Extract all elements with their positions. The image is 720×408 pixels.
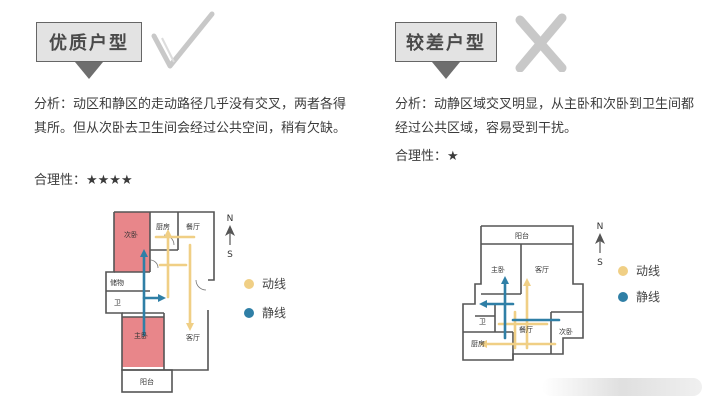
legend-quiet-label: 静线 — [636, 290, 661, 304]
compass-arrow-icon — [225, 225, 235, 245]
good-layout-tag: 优质户型 — [36, 22, 142, 79]
cross-mark-icon — [515, 13, 567, 72]
compass-north-label: N — [596, 222, 604, 232]
poor-layout-tag: 较差户型 — [395, 22, 497, 79]
good-analysis-text: 分析：动区和静区的走动路径几乎没有交叉，两者各得其所。但从次卧去卫生间会经过公共… — [34, 97, 347, 136]
poor-legend-active: 动线 — [618, 262, 660, 279]
room-label-master: 主卧 — [491, 265, 505, 274]
compass-arrow-icon — [595, 233, 605, 253]
poor-legend-quiet: 静线 — [618, 288, 660, 305]
room-label-dining: 餐厅 — [519, 325, 533, 334]
poor-layout-panel: 较差户型 分析：动静区域交叉明显，从主卧和次卧到卫生间都经过公共区域，容易受到干… — [360, 0, 720, 408]
room-label-bath: 卫 — [479, 318, 486, 326]
poor-floor-plan: 阳台 主卧 客厅 卫 餐厅 次卧 厨房 — [462, 225, 584, 361]
good-layout-panel: 优质户型 分析：动区和静区的走动路径几乎没有交叉，两者各得其所。但从次卧去卫生间… — [34, 11, 347, 393]
room-label-living: 餐厅 — [186, 222, 200, 231]
good-compass: N S — [222, 214, 238, 260]
poor-analysis-text: 分析：动静区域交叉明显，从主卧和次卧到卫生间都经过公共区域，容易受到干扰。 — [395, 97, 695, 136]
good-rating-text: 合理性：★★★★ — [34, 173, 133, 188]
compass-south-label: S — [597, 258, 603, 268]
active-line-swatch — [618, 265, 628, 276]
room-label-bath: 卫 — [114, 299, 121, 307]
legend-active-label: 动线 — [636, 264, 661, 278]
room-label-kitchen: 厨房 — [471, 339, 485, 348]
check-mark-icon — [151, 11, 215, 69]
room-label-balcony: 阳台 — [140, 377, 154, 386]
good-floor-plan: 次卧 厨房 餐厅 储物 卫 主卧 客厅 阳台 — [105, 211, 215, 393]
room-label-hall: 客厅 — [186, 333, 200, 342]
quiet-line-swatch — [244, 307, 254, 318]
active-line-swatch — [244, 278, 254, 289]
room-label-second-bedroom: 次卧 — [124, 230, 138, 239]
good-legend-quiet: 静线 — [244, 304, 286, 321]
legend-quiet-label: 静线 — [262, 306, 287, 320]
room-label-balcony: 阳台 — [515, 231, 529, 240]
legend-active-label: 动线 — [262, 277, 287, 291]
poor-compass: N S — [592, 222, 608, 268]
compass-north-label: N — [226, 214, 234, 224]
room-label-storage: 储物 — [110, 278, 124, 287]
room-label-second-bedroom: 次卧 — [559, 327, 573, 336]
room-label-hall: 客厅 — [535, 265, 549, 274]
poor-rating-text: 合理性：★ — [395, 149, 459, 164]
room-label-master: 主卧 — [134, 331, 148, 340]
watermark-blur — [542, 378, 702, 396]
room-label-kitchen: 厨房 — [156, 222, 170, 231]
quiet-line-swatch — [618, 291, 628, 302]
compass-south-label: S — [227, 250, 233, 260]
good-legend-active: 动线 — [244, 275, 286, 292]
